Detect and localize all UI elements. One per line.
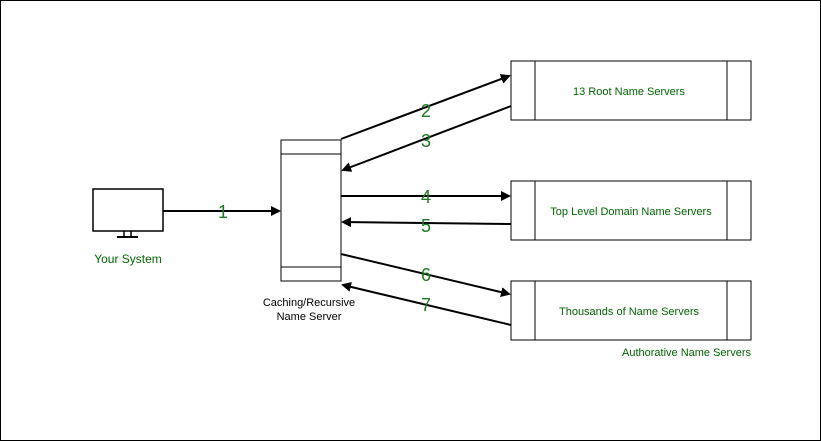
authoritative-name-servers-label: Thousands of Name Servers [559, 306, 700, 318]
computer-monitor-icon [92, 188, 164, 238]
arrow-2 [340, 74, 511, 140]
step-6-label: 6 [421, 265, 431, 285]
recursive-name-server [280, 139, 342, 282]
resolver-label-line1: Caching/Recursive [263, 297, 355, 309]
authoritative-caption: Authorative Name Servers [622, 347, 751, 359]
authoritative-name-servers-box [510, 280, 752, 341]
arrow-3 [341, 105, 512, 172]
step-5-label: 5 [421, 216, 431, 236]
tld-name-servers-label: Top Level Domain Name Servers [550, 206, 712, 218]
tld-name-servers-box [510, 180, 752, 241]
resolver-label-line2: Name Server [277, 311, 342, 323]
arrow-6 [340, 253, 511, 298]
step-1-label: 1 [218, 202, 228, 222]
your-system-label: Your System [94, 252, 162, 266]
root-name-servers-label: 13 Root Name Servers [573, 86, 685, 98]
step-4-label: 4 [421, 187, 431, 207]
step-7-label: 7 [421, 295, 431, 315]
arrow-5 [341, 217, 512, 228]
step-3-label: 3 [421, 131, 431, 151]
step-2-label: 2 [421, 101, 431, 121]
arrow-7 [341, 281, 512, 326]
root-name-servers-box [510, 60, 752, 121]
